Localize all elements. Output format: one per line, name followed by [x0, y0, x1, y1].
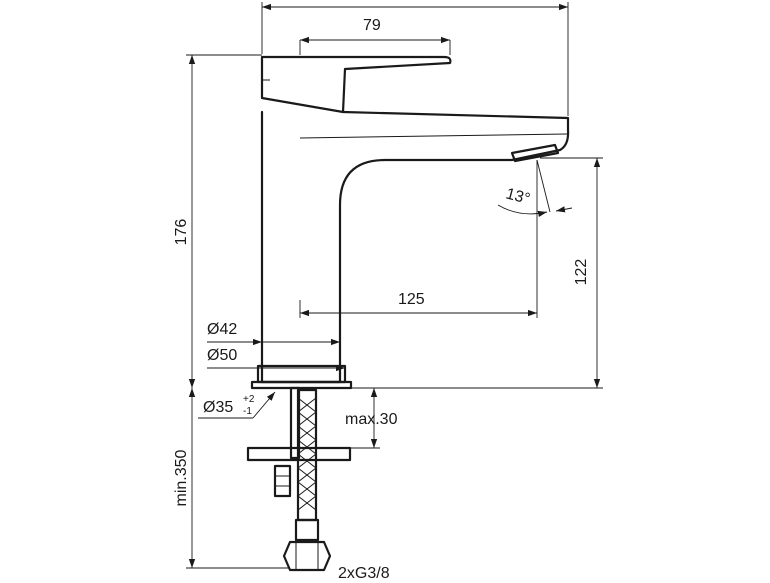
spout-outline	[260, 110, 570, 384]
label-deck-thickness: max.30	[345, 411, 398, 428]
hose-nut	[282, 540, 332, 572]
label-reach: 125	[398, 291, 425, 308]
label-height-total: 176	[173, 219, 190, 246]
label-body-diameter: Ø42	[207, 321, 237, 338]
lever-handle	[260, 55, 452, 114]
aerator	[510, 143, 560, 163]
label-spout-height: 122	[573, 259, 590, 286]
label-hole-diameter: Ø35	[203, 399, 233, 416]
label-hose-length: min.350	[173, 449, 190, 506]
dimension-lines	[186, 2, 603, 569]
label-base-diameter: Ø50	[207, 347, 237, 364]
nut	[273, 464, 292, 498]
hose-ferrule	[294, 518, 320, 542]
label-connection: 2xG3/8	[338, 565, 390, 578]
faucet-body	[250, 55, 570, 390]
dimension-labels: 79 176 122 125 13° Ø42 Ø50 Ø35 +2 -1 max…	[173, 17, 590, 582]
mounting-assembly	[246, 386, 352, 572]
label-hole-tol-minus: -1	[243, 406, 252, 417]
label-handle-length: 79	[363, 17, 381, 34]
label-hole-tol-plus: +2	[243, 394, 255, 405]
label-spout-angle: 13°	[504, 185, 532, 208]
deck-plate	[250, 380, 353, 390]
